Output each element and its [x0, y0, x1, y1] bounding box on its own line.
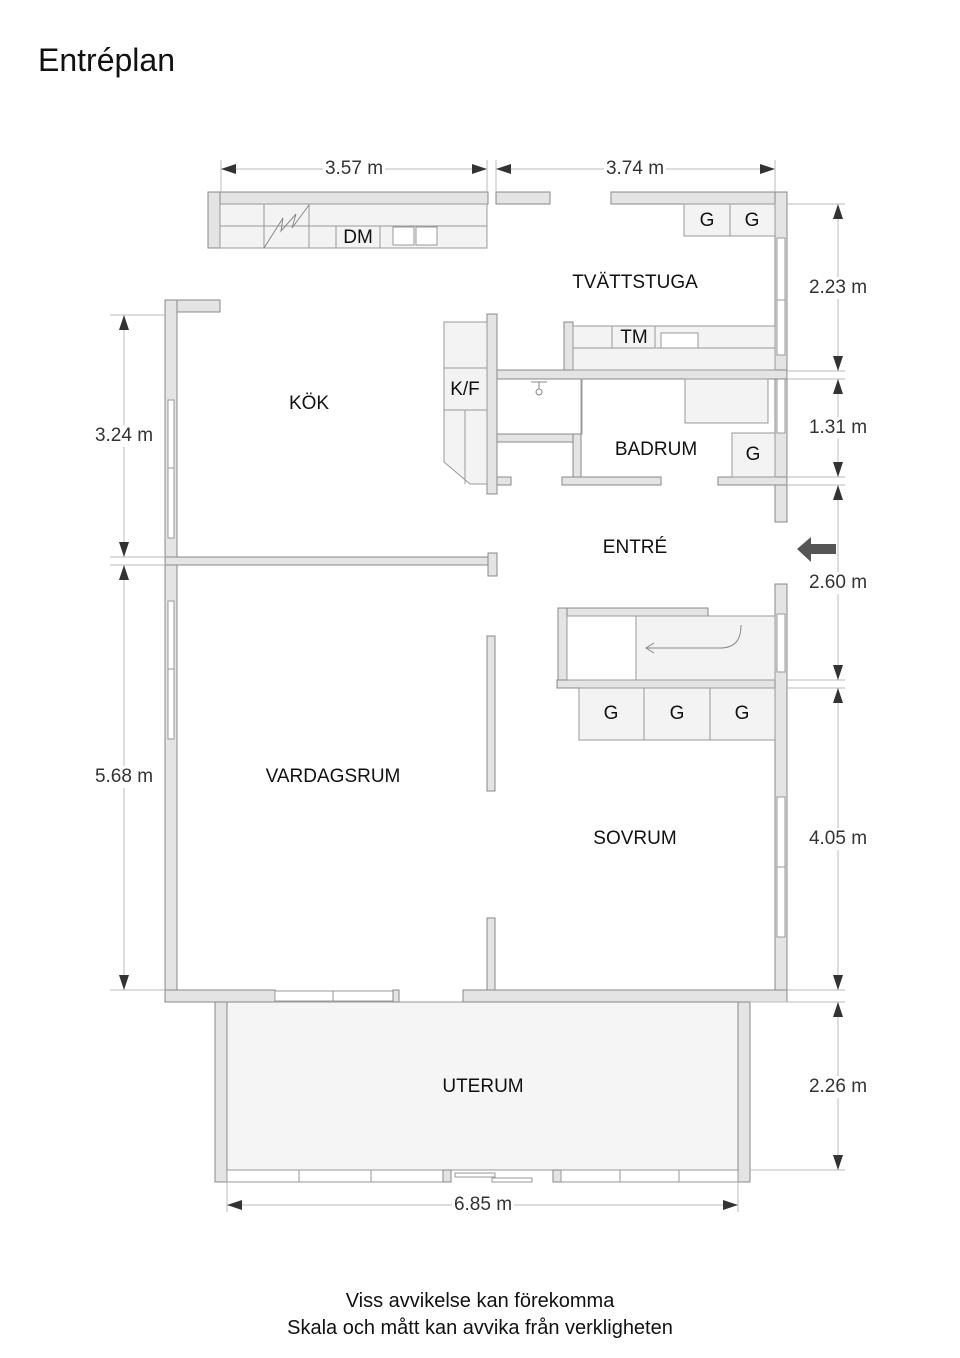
dimension-right-5: 2.26 m: [806, 1076, 870, 1098]
sink: [392, 226, 415, 246]
entry-arrow-icon: [797, 537, 836, 562]
room-label-uterum: UTERUM: [442, 1076, 524, 1097]
dimension-left-upper: 3.24 m: [92, 425, 156, 447]
wall: [496, 476, 512, 486]
window: [776, 377, 786, 434]
fixture-label-g: G: [699, 210, 715, 231]
wall: [392, 989, 400, 1003]
wall: [487, 552, 498, 577]
utility-sink: [660, 332, 699, 349]
window: [167, 600, 175, 670]
dimension-right-2: 1.31 m: [806, 417, 870, 439]
wall: [557, 607, 709, 617]
wall: [552, 1169, 562, 1183]
wall: [610, 191, 788, 205]
wardrobe: [578, 687, 645, 741]
window: [560, 1169, 621, 1183]
shower: [684, 378, 769, 424]
disclaimer-line-1: Viss avvikelse kan förekomma: [345, 1290, 615, 1312]
window: [298, 1169, 372, 1183]
dimension-bottom: 6.85 m: [451, 1194, 515, 1216]
stair-arrow-icon: [645, 624, 742, 654]
closet: [566, 615, 637, 681]
window: [776, 237, 786, 301]
wall: [496, 433, 582, 443]
shower-head-icon: [531, 381, 547, 396]
wall: [561, 476, 662, 486]
fixture-label-tm: TM: [620, 327, 648, 348]
wardrobe: [731, 432, 776, 478]
room-label-entre: ENTRÉ: [602, 537, 668, 558]
wall: [572, 433, 582, 481]
wall: [557, 607, 568, 689]
dimension-right-4: 4.05 m: [806, 828, 870, 850]
dimension-right-1: 2.23 m: [806, 277, 870, 299]
wall: [207, 191, 489, 205]
window: [776, 866, 786, 938]
room-label-sovrum: SOVRUM: [593, 828, 677, 849]
wall: [495, 191, 551, 205]
room-label-tvattstuga: TVÄTTSTUGA: [572, 272, 698, 293]
wardrobe: [643, 687, 711, 741]
fixture-label-g: G: [744, 210, 760, 231]
wall: [737, 1001, 751, 1183]
fixture-label-g: G: [734, 703, 750, 724]
window: [619, 1169, 680, 1183]
window: [370, 1169, 444, 1183]
fixture-label-g: G: [669, 703, 685, 724]
stove-icon: [263, 204, 310, 249]
wall: [556, 679, 776, 689]
dimension-left-lower: 5.68 m: [92, 766, 156, 788]
room-label-kok: KÖK: [288, 393, 330, 414]
wall: [442, 1169, 452, 1183]
page-title: Entréplan: [38, 42, 175, 78]
wall: [164, 989, 276, 1003]
room-label-vardagsrum: VARDAGSRUM: [265, 766, 401, 787]
disclaimer-line-2: Skala och mått kan avvika från verklighe…: [287, 1317, 673, 1339]
wall: [486, 635, 496, 792]
fixture-label-kf: K/F: [450, 379, 480, 400]
dimension-top-right: 3.74 m: [603, 158, 667, 180]
wall: [496, 369, 788, 380]
wall: [214, 1001, 228, 1183]
laundry-counter: [572, 347, 776, 371]
wall: [717, 476, 788, 486]
bathroom-partition: [580, 378, 583, 435]
wall: [486, 313, 498, 495]
window: [167, 467, 175, 539]
uterum-floor: [226, 1001, 739, 1171]
wall: [207, 191, 221, 249]
window: [776, 299, 786, 356]
room-label-badrum: BADRUM: [614, 439, 698, 460]
fixture-label-g: G: [603, 703, 619, 724]
dimension-right-3: 2.60 m: [806, 572, 870, 594]
window: [776, 796, 786, 868]
fridge-freezer: [443, 321, 488, 485]
window: [226, 1169, 300, 1183]
window: [678, 1169, 739, 1183]
fixture-label-dm: DM: [343, 227, 373, 248]
sliding-door: [491, 1177, 533, 1183]
dimension-top-left: 3.57 m: [322, 158, 386, 180]
wall: [563, 321, 574, 371]
wall: [486, 917, 496, 991]
window: [274, 990, 334, 1002]
wall: [462, 989, 788, 1003]
window: [167, 668, 175, 740]
fixture-label-g: G: [745, 444, 761, 465]
wardrobe: [709, 687, 776, 741]
sink: [415, 226, 438, 246]
window: [776, 613, 786, 673]
window: [167, 399, 175, 469]
sliding-door: [454, 1172, 496, 1178]
wall: [164, 556, 498, 566]
wardrobe: [729, 203, 776, 237]
window: [332, 990, 394, 1002]
